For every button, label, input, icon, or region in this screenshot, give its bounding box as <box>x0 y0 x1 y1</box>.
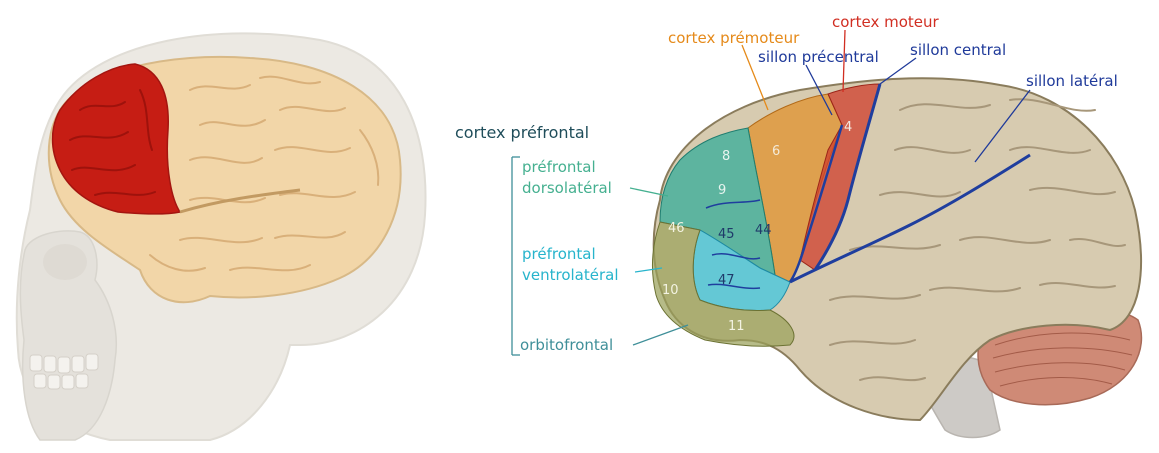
area-11-label: 11 <box>728 319 745 334</box>
area-4-label: 4 <box>844 120 852 135</box>
dorsolateral-label-line1: préfrontal <box>522 158 596 176</box>
area-45-label: 45 <box>718 227 735 242</box>
area-9-label: 9 <box>718 183 726 198</box>
brain-areas-svg: cortex préfrontal préfrontal dorsolatéra… <box>430 0 1159 453</box>
brain-areas-diagram: cortex préfrontal préfrontal dorsolatéra… <box>430 0 1159 453</box>
prefrontal-cortex-label: cortex préfrontal <box>455 123 589 142</box>
central-sulcus-label: sillon central <box>910 41 1006 59</box>
premotor-cortex-label: cortex prémoteur <box>668 29 800 47</box>
ventrolateral-label-line1: préfrontal <box>522 245 596 263</box>
dorsolateral-label-line2: dorsolatéral <box>522 179 612 197</box>
motor-cortex-label: cortex moteur <box>832 13 939 31</box>
area-8-label: 8 <box>722 149 730 164</box>
ventrolateral-label-line2: ventrolatéral <box>522 266 619 284</box>
lateral-sulcus-label: sillon latéral <box>1026 72 1118 90</box>
eye-socket <box>43 244 87 280</box>
area-46-label: 46 <box>668 221 685 236</box>
area-47-label: 47 <box>718 273 735 288</box>
precentral-sulcus-label: sillon précentral <box>758 48 879 66</box>
area-6-label: 6 <box>772 144 780 159</box>
skull-brain-svg <box>0 0 430 453</box>
area-10-label: 10 <box>662 283 679 298</box>
orbitofrontal-label: orbitofrontal <box>520 336 613 354</box>
area-44-label: 44 <box>755 223 772 238</box>
skull-brain-illustration <box>0 0 430 453</box>
